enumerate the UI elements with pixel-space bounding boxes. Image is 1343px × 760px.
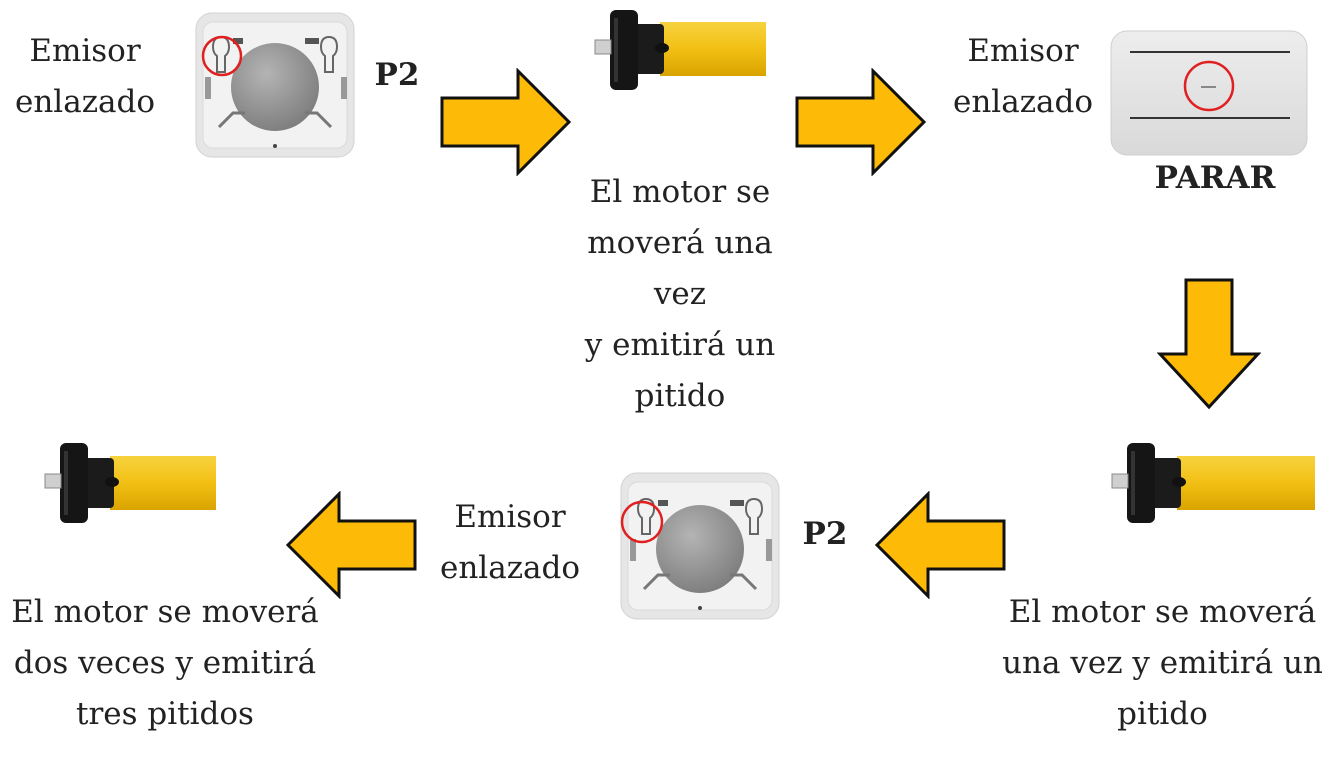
tubular-motor-icon: [1105, 440, 1317, 526]
step1-button-label: P2: [374, 57, 420, 93]
flow-arrow-icon: [1157, 278, 1261, 410]
step3-label: Emisor enlazado: [952, 33, 1094, 120]
step5-label: Emisor enlazado: [439, 499, 581, 586]
step4-caption: El motor se moverá una vez y emitirá un …: [1002, 594, 1323, 732]
step1-label: Emisor enlazado: [14, 33, 156, 120]
step5-button-label: P2: [802, 516, 848, 552]
tubular-motor-icon: [38, 440, 218, 526]
wall-transmitter-icon: [620, 472, 780, 620]
flow-arrow-icon: [874, 491, 1006, 599]
step6-caption: El motor se moverá dos veces y emitirá t…: [11, 594, 319, 732]
flow-arrow-icon: [440, 68, 572, 176]
tubular-motor-icon: [590, 8, 768, 94]
flow-arrow-icon: [285, 491, 417, 599]
wall-transmitter-icon: [195, 12, 355, 158]
step2-caption: El motor se moverá una vez y emitirá un …: [584, 174, 776, 414]
remote-control-icon: [1110, 30, 1308, 156]
flow-arrow-icon: [795, 68, 927, 176]
step3-button-label: PARAR: [1154, 160, 1276, 196]
